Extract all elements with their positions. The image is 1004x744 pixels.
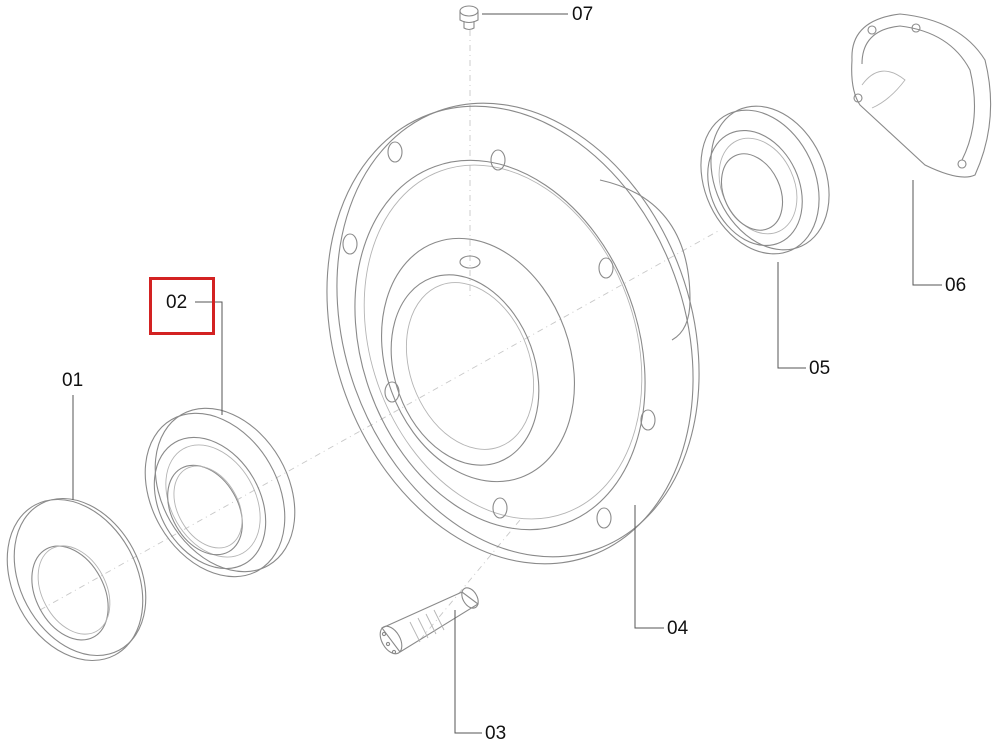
part-06-hub-cover bbox=[851, 13, 992, 178]
callout-06: 06 bbox=[945, 275, 967, 296]
center-axes bbox=[39, 30, 721, 641]
callout-05: 05 bbox=[809, 358, 831, 379]
leader-lines bbox=[72, 13, 942, 734]
part-01-seal-ring bbox=[6, 497, 147, 662]
callout-02: 02 bbox=[166, 292, 188, 313]
callout-07: 07 bbox=[572, 4, 594, 25]
part-07-bolt bbox=[459, 5, 479, 31]
part-03-stud bbox=[379, 587, 479, 655]
part-02-roller-bearing bbox=[144, 407, 296, 578]
callout-01: 01 bbox=[62, 370, 84, 391]
callout-04: 04 bbox=[667, 618, 689, 639]
highlight-box bbox=[149, 277, 215, 335]
callout-03: 03 bbox=[485, 723, 507, 744]
part-04-wheel-hub bbox=[326, 102, 700, 565]
part-05-roller-bearing bbox=[700, 105, 830, 255]
